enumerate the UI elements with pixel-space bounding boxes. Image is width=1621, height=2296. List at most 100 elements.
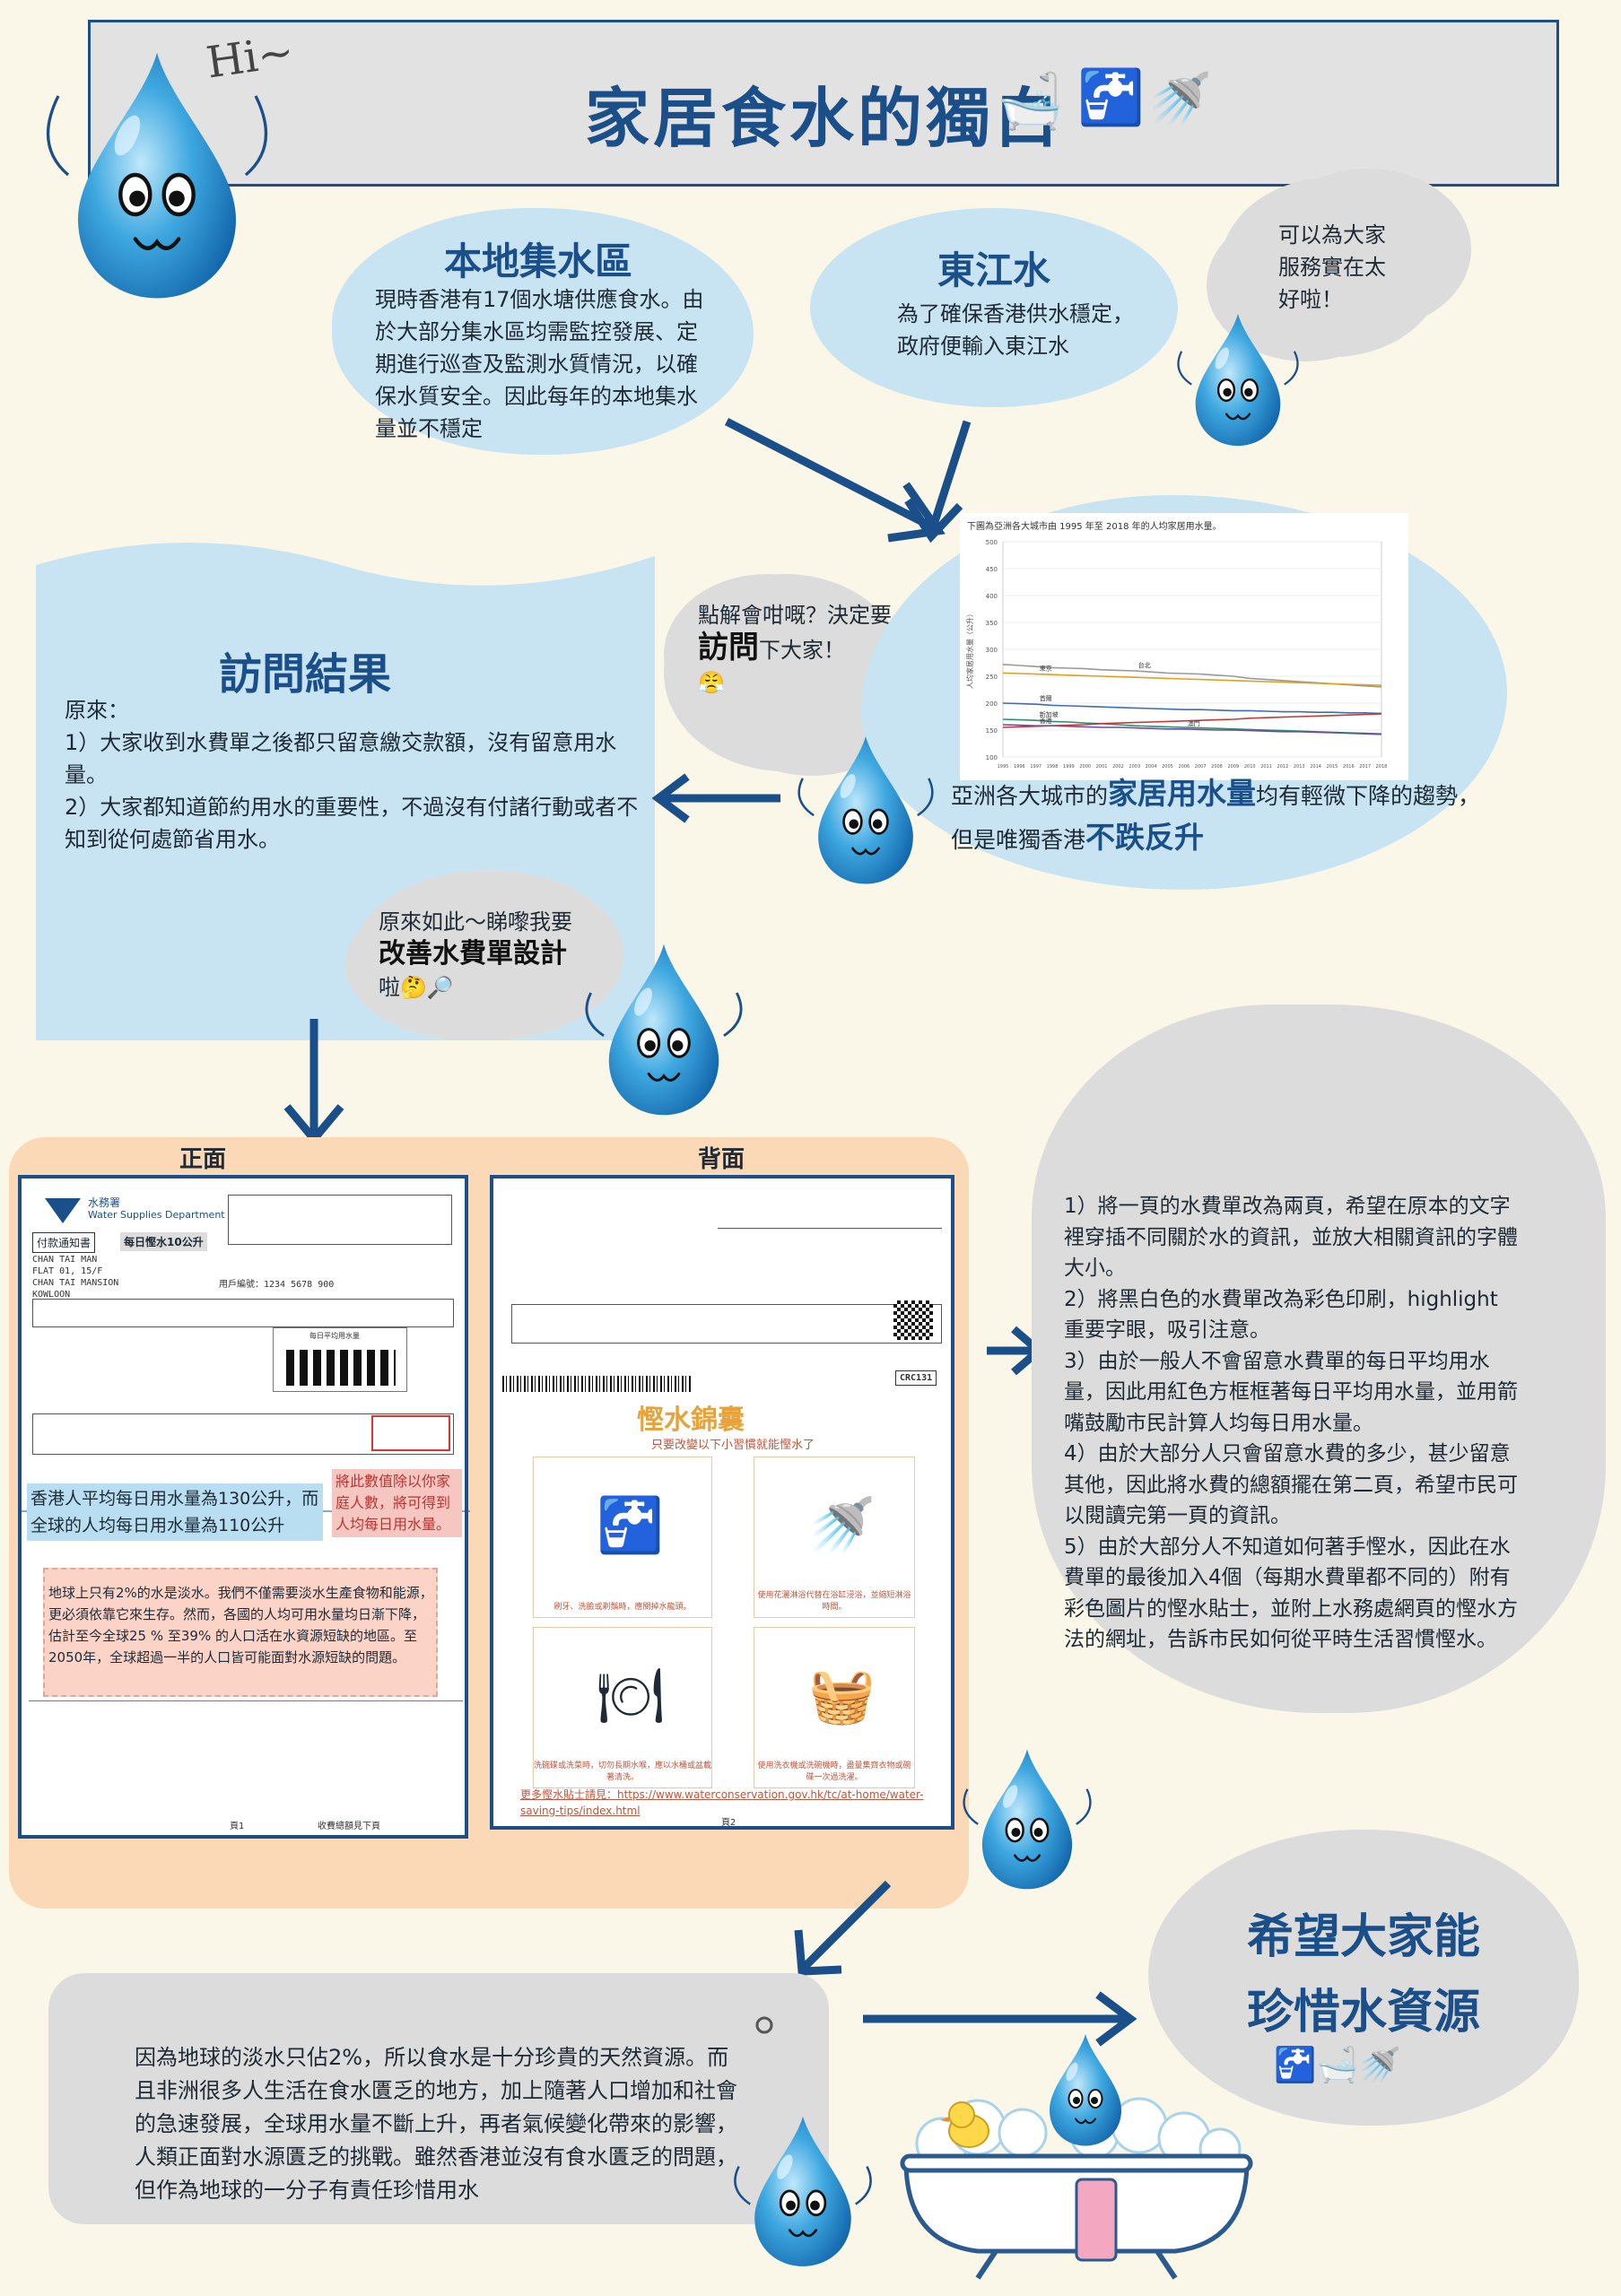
- local-catchment-heading: 本地集水區: [443, 239, 632, 283]
- interview-point-1: 1）大家收到水費單之後都只留意繳交款額，沒有留意用水量。: [65, 730, 617, 787]
- dept-name-cn: 水務署: [88, 1196, 121, 1209]
- interview-intro: 原來：: [65, 698, 129, 723]
- chart-x-tick-label: 2006: [1178, 764, 1190, 770]
- qr-code-icon: [893, 1300, 933, 1340]
- bill-front-label: 正面: [179, 1146, 227, 1173]
- tip-caption-4: 使用洗衣機或洗碗機時，盡量集齊衣物或碗碟一次過洗濯。: [757, 1761, 911, 1782]
- arrow-to-hope: [863, 1991, 1137, 2047]
- shower-icon-2: 🚿: [1358, 2045, 1401, 2084]
- notice-label: 付款通知書: [32, 1232, 96, 1253]
- service-cloud: [1220, 178, 1444, 357]
- back-payment-table: [511, 1304, 942, 1344]
- chart-x-tick-label: 2002: [1112, 764, 1124, 770]
- realize-pre: 原來如此～睇嚟我要: [379, 909, 572, 935]
- fact-note-text: 地球上只有2%的水是淡水。我們不僅需要淡水生產食物和能源，更必須依靠它來生存。然…: [48, 1585, 433, 1665]
- name-line-1: CHAN TAI MAN: [32, 1255, 98, 1265]
- crc-code: CRC131: [895, 1370, 937, 1386]
- droplet-mascot-top: [46, 27, 268, 323]
- wsd-logo-icon: [45, 1198, 81, 1223]
- interview-question-pre: 點解會咁嘅？決定要: [698, 603, 892, 628]
- dongjiang-text: 為了確保香港供水穩定，政府便輸入東江水: [897, 301, 1134, 359]
- hope-line-2: 珍惜水資源: [1246, 1986, 1480, 2039]
- hope-text: 希望大家能 珍惜水資源: [1148, 1900, 1579, 2050]
- page-2-label: 頁2: [721, 1818, 736, 1828]
- chart-caption-2: 均有輕微下降的趨勢，但是唯獨香港: [951, 783, 1481, 853]
- chart-title: 下圖為亞洲各大城市由 1995 年至 2018 年的人均家居用水量。: [967, 522, 1222, 532]
- local-catchment-panel: [332, 208, 754, 455]
- name-line-3: CHAN TAI MANSION: [32, 1278, 119, 1288]
- chart-series-line: [1002, 724, 1382, 735]
- chart-x-tick-label: 1998: [1047, 764, 1059, 770]
- bubble-ring-icon: [755, 2016, 773, 2034]
- improvement-item-5: 5）由於大部分人不知道如何著手慳水，因此在水費單的最後加入4個（每期水費單都不同…: [1064, 1535, 1518, 1652]
- page-1-label: 頁1: [230, 1822, 245, 1831]
- chart-x-tick-label: 2007: [1195, 764, 1207, 770]
- tip-caption-3: 洗碗碟或洗菜時，切勿長期水喉，應以水桶或盆載著清洗。: [534, 1761, 712, 1782]
- chart-x-tick-label: 2015: [1327, 764, 1338, 770]
- chart-series-label: 台北: [1138, 661, 1151, 669]
- note-compare: 將此數值除以你家庭人數，將可得到人均每日用水量。: [332, 1469, 462, 1537]
- chart-caption-strong-1: 家居用水量: [1108, 776, 1257, 811]
- realize-cloud: [354, 870, 623, 1040]
- chart-x-tick-label: 2013: [1294, 764, 1305, 770]
- name-line-2: FLAT 01, 15/F: [32, 1266, 103, 1276]
- droplet-mascot-improvements: [963, 1748, 1092, 1891]
- bill-charge-table: [32, 1413, 454, 1455]
- improvements-list: 1）將一頁的水費單改為兩頁，希望在原本的文字裡穿插不同關於水的資訊，並放大相關資…: [1064, 1191, 1518, 1656]
- realize-post: 啦: [379, 975, 400, 1000]
- improvements-cloud: [1032, 1004, 1606, 1713]
- dongjiang-panel: [810, 208, 1178, 407]
- faucet-icon: 🚰: [1077, 66, 1145, 129]
- tip-caption-2: 使用花灑淋浴代替在浴缸浸浴，並縮短淋浴時間。: [757, 1591, 911, 1612]
- improvement-item-3: 3）由於一般人不會留意水費單的每日平均用水量，因此用紅色方框框著每日平均用水量，…: [1064, 1349, 1518, 1435]
- chart-y-tick-label: 350: [986, 620, 998, 627]
- chart-x-tick-label: 1996: [1014, 764, 1025, 770]
- barcode-icon: [502, 1376, 691, 1392]
- title-banner: 家居食水的獨白 🛁 🚰 🚿: [88, 20, 1559, 187]
- droplet-mascot-interview: [797, 735, 934, 885]
- chart-x-tick-label: 1995: [998, 764, 1009, 770]
- interview-question-post: 下大家！: [759, 638, 845, 663]
- improvement-item-4: 4）由於大部分人只會留意水費的多少，甚少留意其他，因此將水費的總額擺在第二頁，希…: [1064, 1442, 1518, 1527]
- bill-reading-table: [32, 1299, 454, 1327]
- shower-icon: 🚿: [1149, 70, 1212, 128]
- chart-series-label: 新加坡: [1040, 710, 1059, 718]
- chart-x-tick-label: 2009: [1228, 764, 1240, 770]
- realize-strong: 改善水費單設計: [379, 938, 567, 970]
- chart-x-tick-label: 2011: [1260, 764, 1272, 770]
- chart-card: 下圖為亞洲各大城市由 1995 年至 2018 年的人均家居用水量。 500 45…: [960, 513, 1408, 780]
- chart-x-tick-label: 2014: [1310, 764, 1321, 770]
- hope-line-1: 希望大家能: [1246, 1910, 1480, 1964]
- daily-average-highlight-box: [371, 1415, 450, 1451]
- total-next-page: 收費總額見下頁: [318, 1822, 380, 1831]
- closing-panel: [48, 1973, 829, 2224]
- droplet-mascot-bottom: [734, 2114, 872, 2268]
- chart-caption: 亞洲各大城市的家居用水量均有輕微下降的趨勢，但是唯獨香港不跌反升: [951, 773, 1489, 861]
- dishes-tip-icon: 🍽: [597, 1665, 666, 1727]
- chart-y-tick-label: 150: [986, 727, 998, 735]
- chart-series-label: 香港: [1040, 717, 1052, 725]
- chart-series-label: 澳門: [1188, 719, 1200, 727]
- chart-x-tick-label: 2016: [1343, 764, 1355, 770]
- chart-y-tick-label: 100: [986, 754, 998, 761]
- chart-y-axis-label: 人均家居用水量（公升）: [965, 610, 974, 689]
- chart-y-tick-label: 450: [986, 566, 998, 573]
- tip-card-1: 🚰 刷牙、洗臉或剃鬚時，應關掉水龍頭。: [533, 1457, 712, 1618]
- daily-chart-label: 每日平均用水量: [309, 1332, 360, 1340]
- chart-x-tick-label: 2004: [1146, 764, 1157, 770]
- fact-note-box: [43, 1568, 438, 1697]
- improvement-item-1: 1）將一頁的水費單改為兩頁，希望在原本的文字裡穿插不同關於水的資訊，並放大相關資…: [1064, 1195, 1518, 1280]
- more-tips-link[interactable]: 更多慳水貼士請見：https://www.waterconservation.g…: [520, 1788, 924, 1817]
- chart-series-line: [1002, 713, 1382, 728]
- interview-question-strong: 訪問: [698, 630, 759, 665]
- hope-cloud: [1148, 1830, 1579, 2126]
- chart-y-tick-label: 200: [986, 700, 998, 708]
- chart-series-label: 東京: [1040, 665, 1052, 673]
- tip-card-2: 🚿 使用花灑淋浴代替在浴缸浸浴，並縮短淋浴時間。: [754, 1457, 915, 1618]
- chart-y-tick-label: 500: [986, 539, 998, 546]
- chart-caption-strong-2: 不跌反升: [1085, 820, 1205, 855]
- closing-text: 因為地球的淡水只佔2%，所以食水是十分珍貴的天然資源。而且非洲很多人生活在食水匱…: [135, 2045, 737, 2203]
- faucet-tip-icon: 🚰: [597, 1494, 664, 1557]
- chart-y-tick-label: 250: [986, 674, 998, 681]
